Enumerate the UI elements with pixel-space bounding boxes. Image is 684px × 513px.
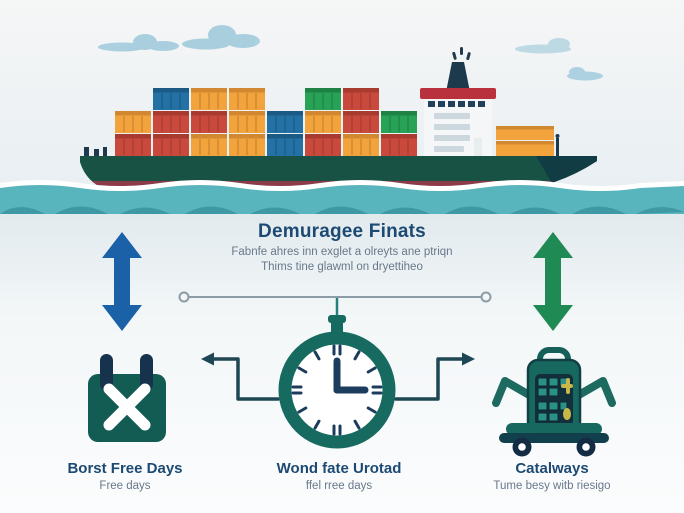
item-charges: Catalways Tume besy witb riesigo bbox=[442, 460, 662, 492]
stopwatch-icon bbox=[278, 315, 396, 449]
x-mark bbox=[103, 383, 151, 431]
wave-shapes bbox=[0, 206, 684, 214]
ship-bridge bbox=[420, 88, 496, 157]
green-double-vertical-arrow bbox=[533, 232, 573, 331]
arrow-to-calendar bbox=[201, 352, 280, 401]
item-time-used: Wond fate Urotad ffel rree days bbox=[229, 460, 449, 492]
arrow-to-machine bbox=[394, 352, 475, 401]
machine-base-upper bbox=[506, 423, 602, 435]
clock-hands bbox=[333, 357, 369, 394]
clock-ticks bbox=[291, 344, 383, 436]
machine-arms bbox=[492, 377, 616, 407]
item-label: Catalways bbox=[515, 460, 589, 477]
deck-fittings bbox=[84, 134, 560, 156]
blue-double-vertical-arrow bbox=[102, 232, 142, 331]
funnel-smoke bbox=[452, 47, 471, 61]
item-sublabel: ffel rree days bbox=[305, 480, 373, 492]
keypad-keys bbox=[537, 377, 568, 422]
item-label: Wond fate Urotad bbox=[276, 460, 402, 477]
cloud-icon bbox=[98, 25, 603, 81]
cargo-containers-bow bbox=[496, 126, 554, 156]
port-machine-icon bbox=[492, 347, 616, 457]
calendar-x-icon bbox=[88, 354, 166, 442]
item-sublabel: Tume besy witb riesigo bbox=[493, 480, 611, 492]
keypad-accents bbox=[561, 378, 573, 420]
ship-funnel bbox=[446, 62, 470, 92]
item-sublabel: Free days bbox=[99, 480, 151, 492]
machine-wheels bbox=[512, 437, 596, 457]
cargo-containers bbox=[115, 88, 417, 156]
item-label: Borst Free Days bbox=[67, 460, 183, 477]
item-free-days: Borst Free Days Free days bbox=[15, 460, 235, 492]
water bbox=[0, 180, 684, 214]
